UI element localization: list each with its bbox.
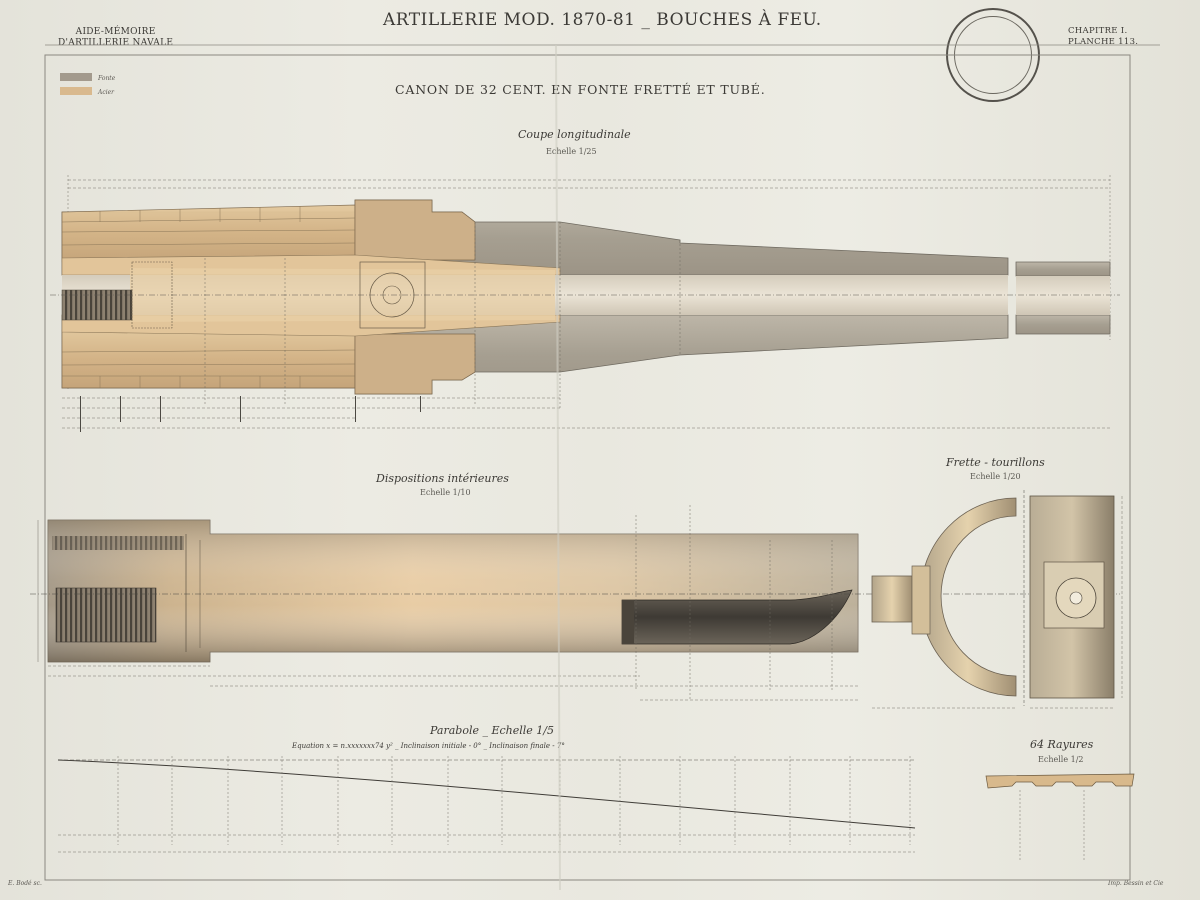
breech-screw-threads bbox=[61, 289, 133, 321]
trunnion-collar bbox=[911, 565, 931, 635]
dispositions-title: Dispositions intérieures bbox=[376, 472, 509, 485]
steel-hoops-lower bbox=[61, 329, 356, 389]
sheet-frame bbox=[44, 54, 1131, 881]
muzzle-upper bbox=[1015, 261, 1111, 277]
plate-number: PLANCHE 113. bbox=[1068, 37, 1139, 47]
engraver-credit: E. Bodé sc. bbox=[8, 880, 42, 887]
rifling-profile bbox=[985, 773, 1135, 860]
trunnion-hoop-upper bbox=[354, 199, 476, 261]
muzzle-lower bbox=[1015, 314, 1111, 335]
frette-scale: Echelle 1/20 bbox=[970, 472, 1021, 481]
hoop-side-hub bbox=[1069, 591, 1083, 605]
header-left-line1: AIDE-MÉMOIRE bbox=[75, 27, 156, 37]
chapter-label: CHAPITRE I. bbox=[1068, 26, 1128, 36]
interior-layout bbox=[30, 505, 1120, 701]
rayures-scale: Echelle 1/2 bbox=[1038, 755, 1084, 764]
legend-swatch-fonte bbox=[60, 73, 92, 81]
parabole-title: Parabole _ Echelle 1/5 bbox=[430, 724, 554, 737]
rayures-title: 64 Rayures bbox=[1030, 738, 1094, 751]
legend-swatch-acier bbox=[60, 87, 92, 95]
chamber bbox=[130, 268, 555, 322]
legend-label-fonte: Fonte bbox=[98, 75, 116, 82]
coupe-title: Coupe longitudinale bbox=[518, 128, 631, 141]
longitudinal-section bbox=[50, 175, 1120, 432]
projectile bbox=[621, 589, 853, 645]
parabola-diagram bbox=[57, 756, 916, 853]
parabola-equation: Equation x = n.xxxxxxx74 y² _ Inclinaiso… bbox=[292, 742, 565, 750]
coupe-scale: Echelle 1/25 bbox=[546, 147, 597, 156]
plate-fold bbox=[555, 44, 561, 891]
projectile-base bbox=[622, 600, 634, 644]
trunnion-hoop-view bbox=[871, 490, 1123, 709]
parabola-curve bbox=[57, 759, 916, 829]
hoop-ring bbox=[919, 497, 1017, 697]
main-title: ARTILLERIE MOD. 1870-81 _ BOUCHES À FEU. bbox=[383, 10, 822, 30]
steel-hoops-upper bbox=[61, 204, 356, 263]
legend-label-acier: Acier bbox=[98, 89, 115, 96]
plate-title: CANON DE 32 CENT. EN FONTE FRETTÉ ET TUB… bbox=[395, 82, 766, 97]
trunnion-stub bbox=[871, 575, 913, 623]
interior-top-threads bbox=[52, 536, 184, 550]
dispositions-scale: Echelle 1/10 bbox=[420, 488, 471, 497]
trunnion-hoop-lower bbox=[354, 333, 476, 395]
printer-credit: Imp. Bessin et Cie bbox=[1108, 880, 1164, 887]
interior-breech-threads bbox=[55, 587, 157, 643]
rifling-groove-section bbox=[985, 773, 1135, 789]
frette-title: Frette - tourillons bbox=[946, 456, 1045, 469]
header-left: AIDE-MÉMOIRE D'ARTILLERIE NAVALE bbox=[58, 27, 173, 49]
header-left-line2: D'ARTILLERIE NAVALE bbox=[58, 38, 174, 48]
header-right: CHAPITRE I. PLANCHE 113. bbox=[1068, 26, 1138, 48]
muzzle-bore bbox=[1016, 276, 1110, 315]
